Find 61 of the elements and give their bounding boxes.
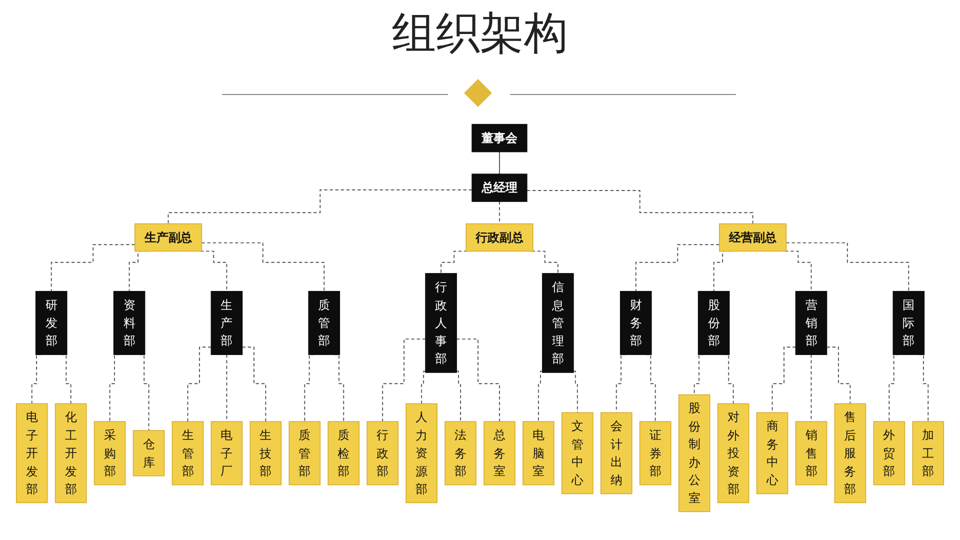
node-box: 信息管理部 — [542, 273, 574, 373]
connector — [200, 250, 228, 292]
connector — [50, 244, 136, 292]
connector — [786, 242, 910, 292]
connector — [635, 244, 720, 292]
connector — [826, 346, 851, 404]
node-box: 国际部 — [892, 290, 925, 355]
node-box: 加工部 — [912, 421, 944, 486]
node-box: 财务部 — [620, 290, 652, 355]
node-box: 会计出纳 — [600, 412, 632, 494]
node-box: 文管中心 — [562, 412, 594, 494]
connector — [772, 346, 796, 414]
node-box: 行政副总 — [466, 223, 534, 252]
connector — [499, 151, 500, 175]
connector — [526, 190, 754, 224]
node-box: 质管部 — [308, 290, 340, 355]
title: 组织架构 — [391, 7, 569, 61]
node-box: 对外投资部 — [717, 403, 750, 504]
node-box: 生管部 — [172, 421, 204, 486]
node-box: 董事会 — [472, 124, 528, 152]
node-box: 商务中心 — [756, 412, 788, 494]
connector — [538, 370, 543, 422]
node-box: 采购部 — [94, 421, 126, 486]
connector — [242, 346, 266, 422]
connector — [201, 242, 325, 292]
connector — [168, 189, 473, 224]
node-box: 电脑室 — [522, 421, 554, 486]
connector — [382, 338, 426, 422]
node-box: 行政部 — [366, 421, 398, 486]
node-box: 电子厂 — [210, 421, 243, 486]
node-box: 质管部 — [288, 421, 321, 486]
node-box: 经营副总 — [718, 223, 787, 252]
node-box: 电子开发部 — [16, 403, 48, 504]
node-box: 售后服务部 — [834, 403, 866, 504]
node-box: 人力资源部 — [406, 403, 438, 504]
connector — [440, 250, 468, 274]
node-box: 总务室 — [484, 421, 516, 486]
node-box: 外贸部 — [873, 421, 906, 486]
connector — [421, 370, 426, 404]
node-box: 行政人事部 — [425, 273, 457, 373]
connector — [784, 250, 812, 292]
node-box: 质检部 — [328, 421, 360, 486]
node-box: 销售部 — [795, 421, 828, 486]
node-box: 营销部 — [795, 290, 828, 355]
connector — [456, 370, 461, 422]
node-box: 股份制办公室 — [678, 394, 710, 512]
node-box: 法务部 — [444, 421, 476, 486]
node-box: 证券部 — [639, 421, 672, 486]
node-box: 仓库 — [132, 430, 165, 476]
connector — [531, 250, 558, 274]
node-box: 化工开发部 — [54, 403, 87, 504]
connector — [187, 346, 212, 422]
connector — [499, 201, 500, 224]
node-box: 资料部 — [113, 290, 146, 355]
node-box: 总经理 — [472, 174, 528, 202]
node-box: 生产副总 — [134, 223, 202, 252]
node-box: 研发部 — [35, 290, 68, 355]
node-box: 生技部 — [250, 421, 282, 486]
node-box: 生产部 — [210, 290, 243, 355]
node-box: 股份部 — [698, 290, 730, 355]
connector — [456, 338, 500, 422]
